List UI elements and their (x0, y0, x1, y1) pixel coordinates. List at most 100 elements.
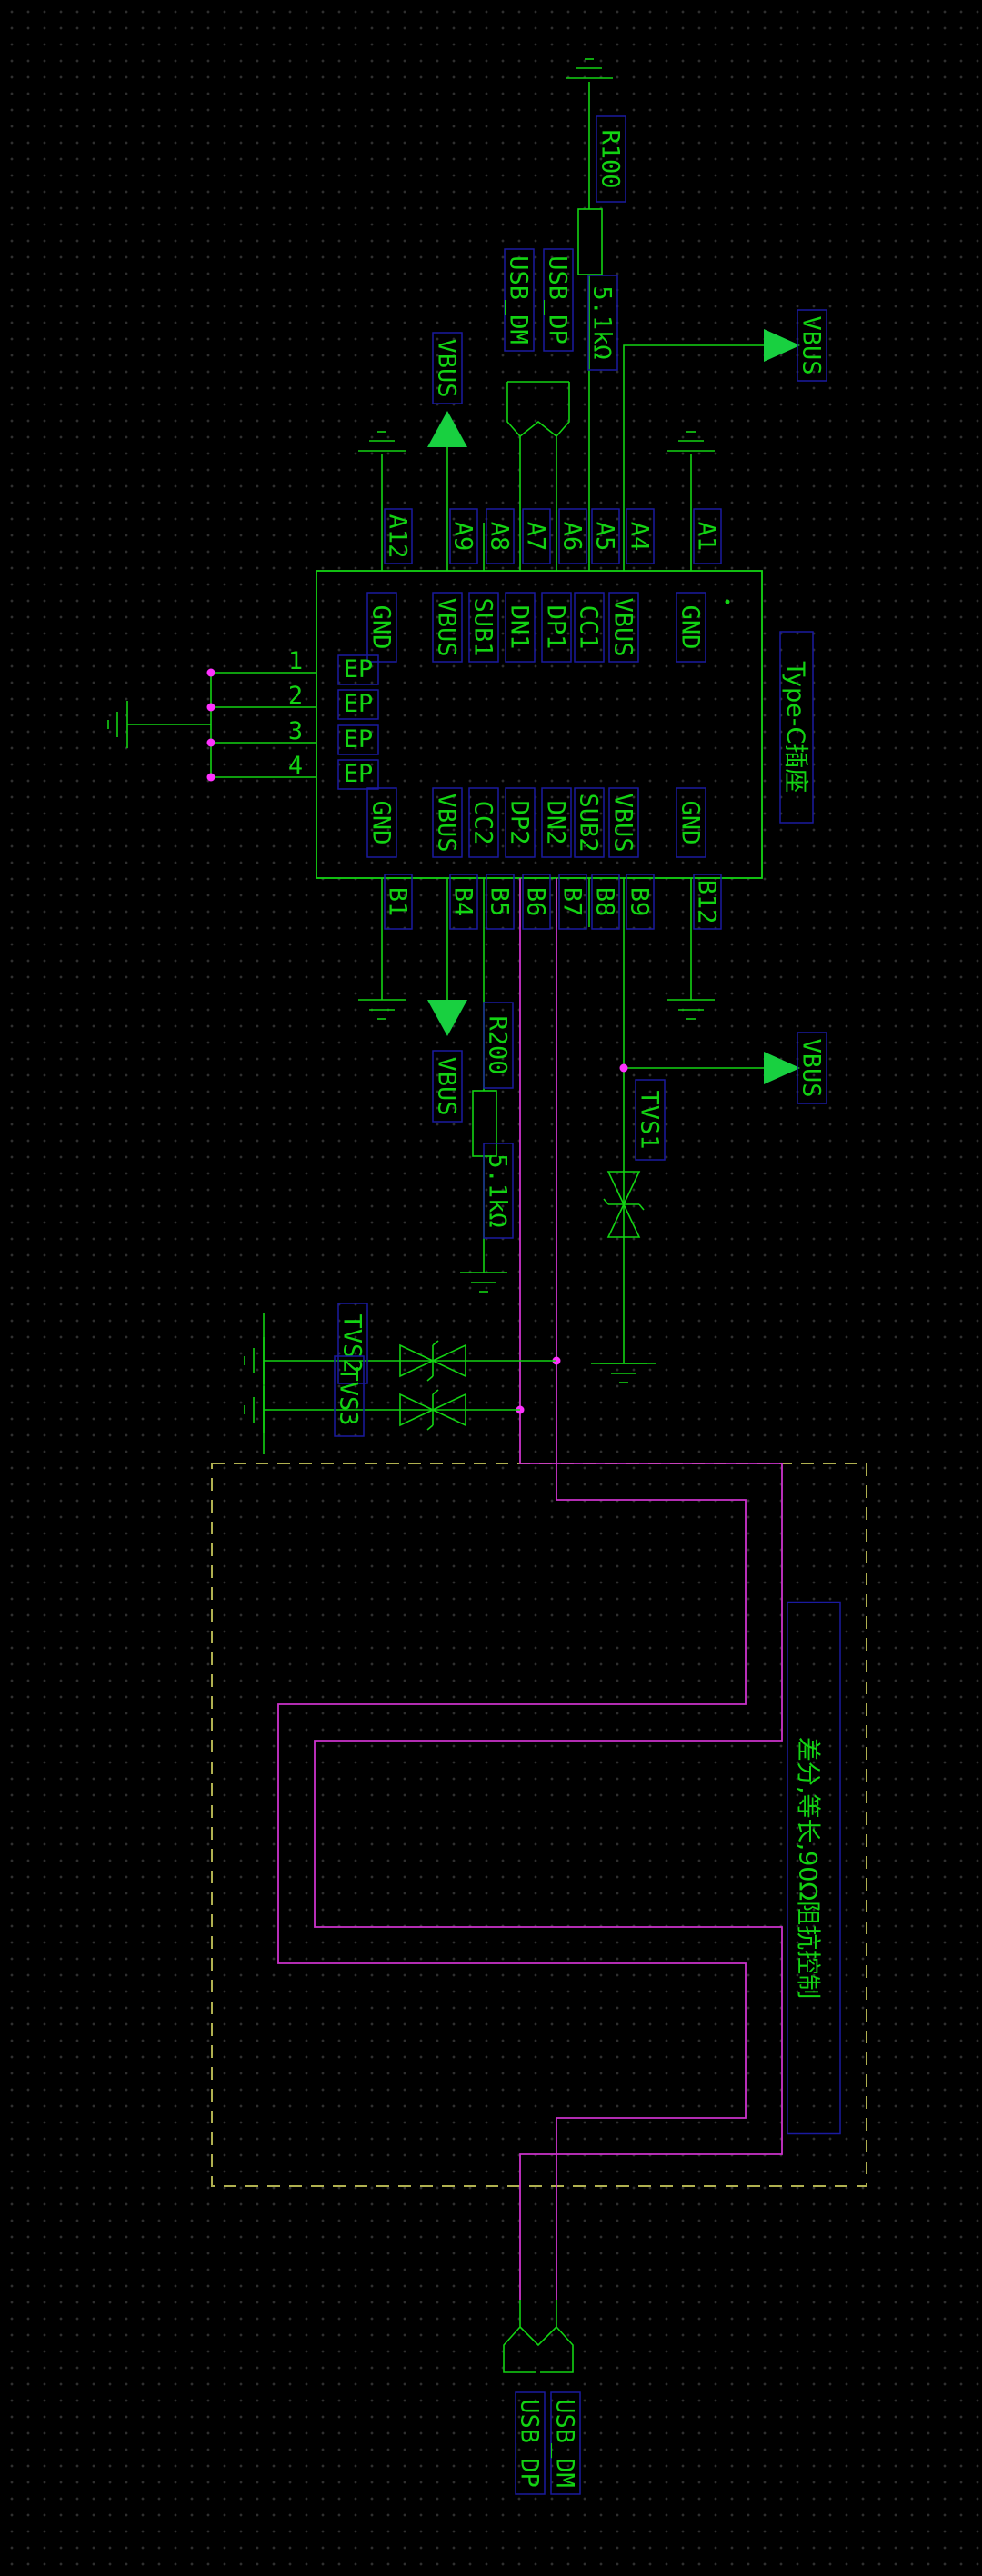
pin-number-B7-text: B7 (558, 887, 586, 917)
ep-label-1: EP (337, 654, 379, 685)
pin-number-B1-text: B1 (384, 887, 412, 917)
r100-ref: R100 (596, 115, 626, 203)
pin-net-A1: GND (676, 592, 706, 663)
pin-net-B12-box (676, 787, 706, 858)
pin-number-A9-box (449, 508, 478, 564)
pin-net-A8-box (468, 592, 499, 663)
pin-number-A1: A1 (693, 508, 722, 564)
tvs3-gnd-symbol (244, 1386, 265, 1433)
pin-number-B6-box (522, 874, 551, 930)
tvs2-ref-box (337, 1303, 368, 1384)
pin-number-A7-box (522, 508, 551, 564)
typec-title: Type-C插座 (779, 631, 814, 824)
usb-dm-bottom-label-text: USB_DM (551, 2399, 579, 2488)
pin-net-A4: VBUS (608, 592, 639, 663)
usb-dm-top-label: USB_DM (504, 248, 535, 352)
r200-body (472, 1090, 497, 1157)
r200-value-text: 5.1kΩ (484, 1153, 512, 1227)
vbus-a4-label-text: VBUS (797, 315, 826, 374)
pin-net-B9-text: VBUS (609, 793, 637, 852)
ep-junction-2 (206, 703, 215, 712)
ep-label-box (337, 724, 379, 755)
pin-net-B5-box (468, 787, 499, 858)
pin-net-B6-box (505, 787, 536, 858)
vbus-b9-label-text: VBUS (797, 1038, 826, 1097)
pin-number-A8: A8 (486, 508, 515, 564)
pin-number-B5: B5 (486, 874, 515, 930)
ep-junction-3 (206, 738, 215, 747)
pin-net-A7: DN1 (505, 592, 536, 663)
r100-value-text: 5.1kΩ (588, 285, 616, 359)
pin-net-A7-box (505, 592, 536, 663)
pin-number-B12-text: B12 (693, 880, 721, 924)
tvs1-diode-tri1 (606, 1171, 641, 1206)
usb-dp-bottom-label-text: USB_DP (516, 2399, 544, 2488)
pin-number-B4-box (449, 874, 478, 930)
pin-net-A7-text: DN1 (506, 605, 534, 650)
pin-number-A8-text: A8 (486, 522, 514, 552)
pin-number-B6: B6 (522, 874, 551, 930)
pin-number-B5-text: B5 (486, 887, 514, 917)
pin-number-B7-box (558, 874, 587, 930)
ep-label-box (337, 689, 379, 720)
pin-net-A12-text: GND (367, 605, 396, 650)
vbus-a4-wire (623, 344, 764, 523)
usb-bottom-chevron (519, 2326, 557, 2347)
ep-junction-1 (206, 668, 215, 677)
usb-top-chevron (519, 420, 557, 437)
r100-body (577, 208, 603, 275)
pin-net-B12: GND (676, 787, 706, 858)
pin-number-A12-box (384, 508, 413, 564)
pin-number-A6-box (558, 508, 587, 564)
pin-net-A1-text: GND (676, 605, 705, 650)
r100-gnd-symbol (566, 58, 613, 79)
vbus-b4-label-text: VBUS (433, 1056, 461, 1115)
pin-number-A6-text: A6 (558, 522, 586, 552)
gnd-a1-symbol (667, 431, 715, 452)
pin-number-B8: B8 (591, 874, 620, 930)
tvs1-diode-hook (638, 1203, 645, 1211)
ep-pad-number-2: 2 (288, 682, 303, 710)
pin-net-A5-box (574, 592, 605, 663)
tvs2-gnd-symbol (244, 1337, 265, 1384)
pin-net-A6-box (541, 592, 572, 663)
pin-number-B9: B9 (626, 874, 655, 930)
pin-net-A12-box (366, 592, 397, 663)
usb-dp-top-label-box (543, 248, 574, 352)
pin-number-B4-text: B4 (449, 887, 477, 917)
usb-dm-bottom-label: USB_DM (550, 2391, 581, 2495)
tvs3-diode-tri1 (399, 1393, 435, 1427)
pin-net-B5-text: CC2 (469, 801, 497, 845)
pin-net-B4: VBUS (432, 787, 463, 858)
vbus-b4-label-box (432, 1050, 463, 1123)
pin-net-A9-text: VBUS (433, 597, 461, 656)
r100-value-box (587, 275, 618, 371)
pin-net-B1-box (366, 787, 397, 858)
pin-number-A4-box (626, 508, 655, 564)
vbus-a9-label-text: VBUS (433, 338, 461, 397)
tvs2-diode-hook (432, 1340, 439, 1346)
pin-number-B12-box (693, 874, 722, 930)
tvs2-ref: TVS2 (337, 1303, 368, 1384)
pin-number-A9-text: A9 (449, 522, 477, 552)
vbus-b9-arrow (764, 1052, 800, 1084)
pin-net-B7-box (541, 787, 572, 858)
pin-number-B6-text: B6 (522, 887, 550, 917)
pin-number-A4: A4 (626, 508, 655, 564)
usb-dp-top-wire-a (506, 382, 521, 523)
pin-net-A12: GND (366, 592, 397, 663)
tvs1-ref-text: TVS1 (636, 1090, 664, 1149)
usb-dp-top-label-text: USB_DP (544, 255, 572, 344)
tvs1-diode-hook2 (603, 1198, 609, 1205)
pin-number-A12: A12 (384, 508, 413, 564)
pin-net-A5-text: CC1 (575, 605, 603, 650)
pin-net-B1-text: GND (367, 801, 396, 845)
usb-dm-bottom-a (540, 2300, 574, 2373)
pin-net-B5: CC2 (468, 787, 499, 858)
typec-title-text: Type-C插座 (781, 661, 809, 794)
ep-pad-number-3: 3 (288, 717, 303, 745)
pin-net-A1-box (676, 592, 706, 663)
ep-label-2: EP (337, 689, 379, 720)
pin-net-A5: CC1 (574, 592, 605, 663)
